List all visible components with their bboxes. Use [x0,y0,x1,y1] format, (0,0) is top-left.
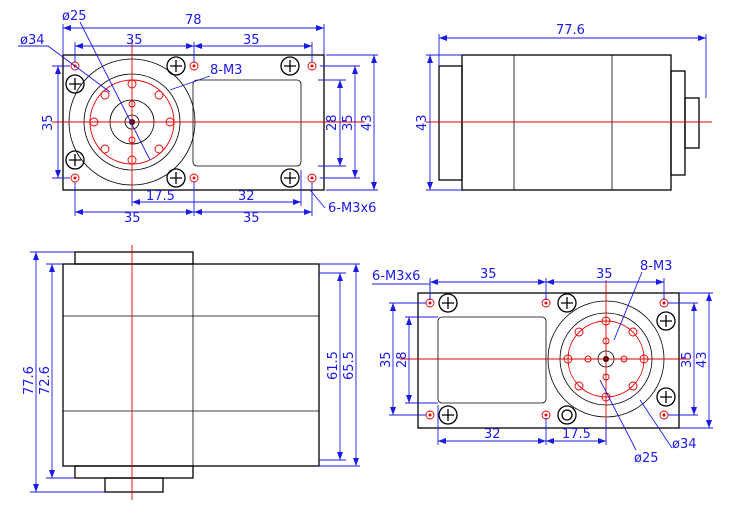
top-view: ø25 ø34 78 35 35 8-M3 35 28 35 43 17.5 3… [18,9,378,226]
br-175-label: 17.5 [562,427,591,442]
br-32-label: 32 [484,427,501,442]
br-r43-label: 43 [695,351,710,368]
dim-32-label: 32 [238,189,255,204]
front-726-label: 72.6 [38,366,53,395]
dim-dia25-label: ø25 [62,9,87,24]
dim-175-label: 17.5 [146,189,175,204]
corner-screws [65,56,300,188]
dim-h35-right-label: 35 [341,114,356,131]
side-height-label: 43 [415,114,430,131]
dim-h35-left-label: 35 [41,114,56,131]
side-length-label: 77.6 [556,23,585,38]
front-615-label: 61.5 [326,351,341,380]
dim-35-right-label: 35 [243,33,260,48]
br-h28-label: 28 [395,351,410,368]
dim-holes-label: 6-M3x6 [328,201,376,216]
side-view: 77.6 43 [415,23,712,191]
br-thread-label: 8-M3 [640,259,672,274]
dim-h28-label: 28 [325,114,340,131]
dim-h43-label: 43 [360,114,375,131]
dim-dia34-label: ø34 [20,33,45,48]
dim-b35-right-label: 35 [243,211,260,226]
front-655-label: 65.5 [342,351,357,380]
dim-thread-label: 8-M3 [210,63,242,78]
br-dia34-label: ø34 [672,437,697,452]
front-view: 77.6 72.6 61.5 65.5 [22,245,360,500]
br-35-left-label: 35 [480,267,497,282]
dim-width-label: 78 [185,13,202,28]
br-screws [438,293,676,425]
br-dia25-label: ø25 [634,451,659,466]
dim-b35-left-label: 35 [124,211,141,226]
dim-35-left-label: 35 [126,33,143,48]
bottom-view: 6-M3x6 35 35 8-M3 35 28 35 43 32 17.5 ø2… [372,259,713,466]
front-776-label: 77.6 [22,366,37,395]
br-35-right-label: 35 [596,267,613,282]
br-r35-label: 35 [680,351,695,368]
br-holes-label: 6-M3x6 [372,269,420,284]
br-h35-label: 35 [379,351,394,368]
